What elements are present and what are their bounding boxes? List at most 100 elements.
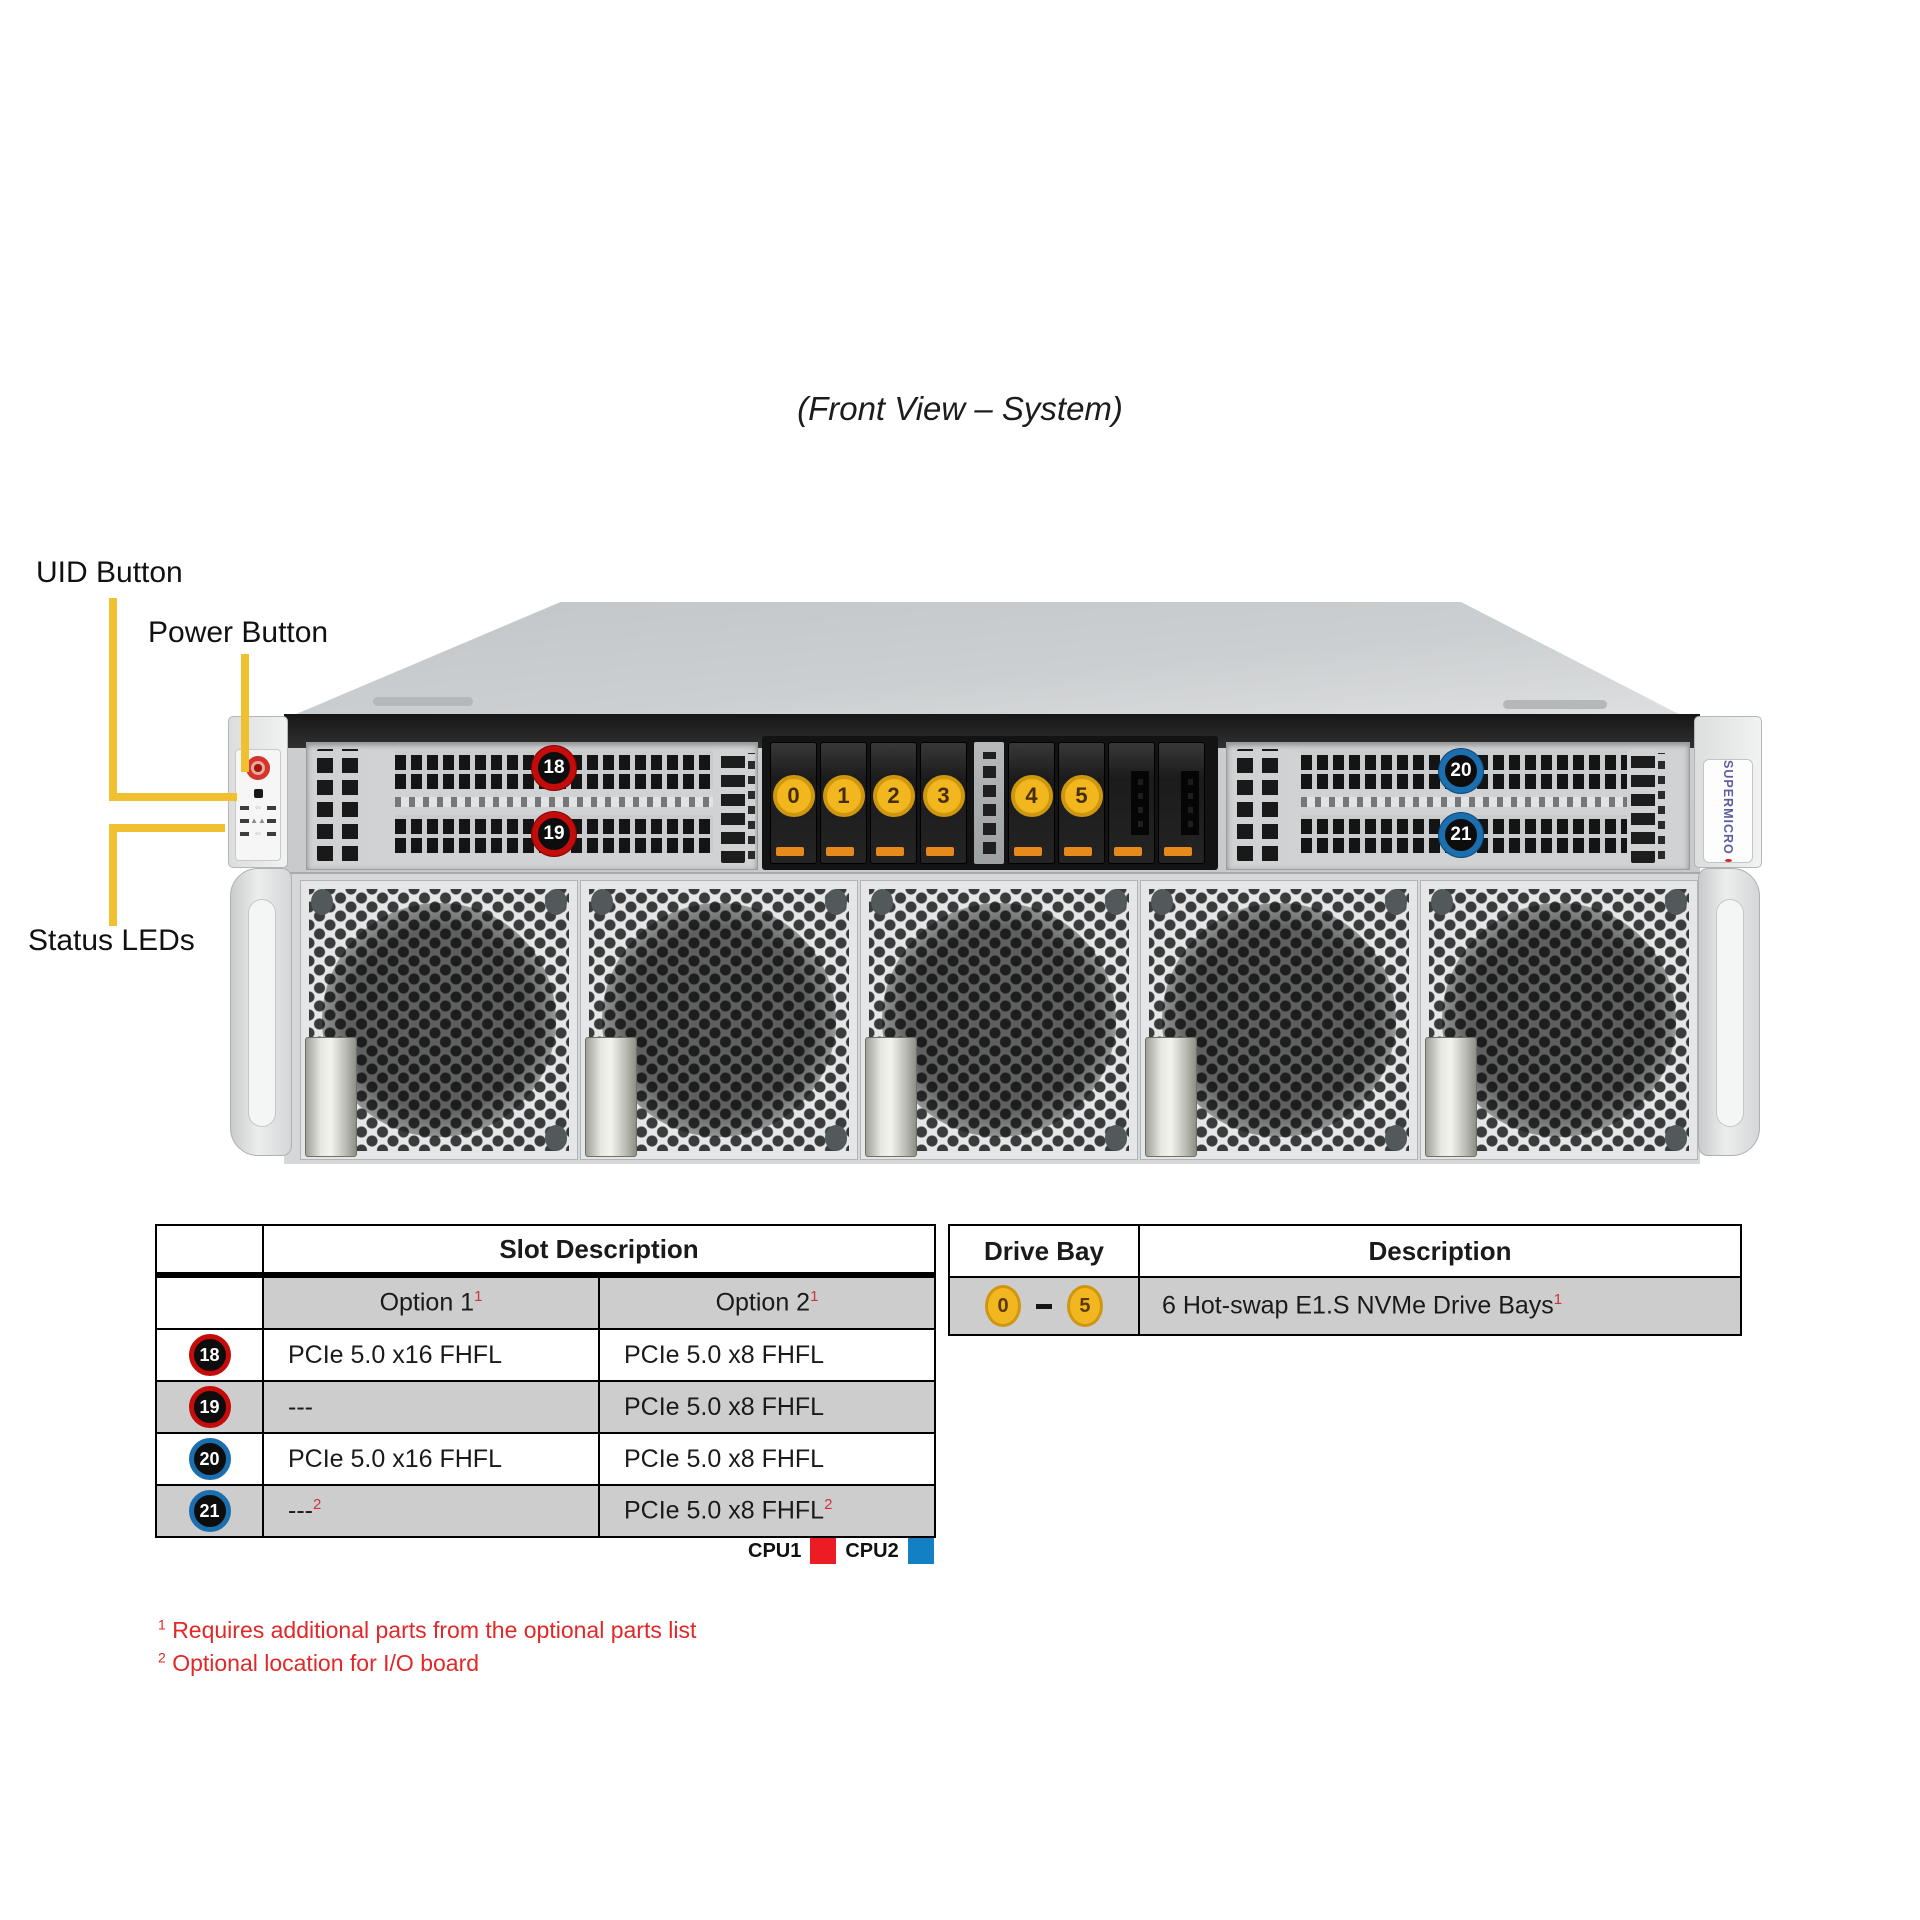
- slot-option-cell: ---: [262, 1380, 600, 1434]
- control-panel-ear: ◦◦ ▲▲ ◦◦: [228, 716, 288, 868]
- fan-module-4: [1140, 880, 1418, 1160]
- brand-ear: SUPERMICRO: [1694, 716, 1762, 868]
- power-button-label: Power Button: [148, 616, 329, 649]
- slot-divider: [395, 797, 713, 807]
- fan-module-5: [1420, 880, 1698, 1160]
- range-dash: [1036, 1303, 1052, 1309]
- drive-latch: [1164, 847, 1192, 856]
- vent-holes: [1181, 771, 1199, 835]
- footnotes: 1 Requires additional parts from the opt…: [158, 1614, 696, 1681]
- handle-slot: [248, 899, 276, 1127]
- drive-latch: [1064, 847, 1092, 856]
- status-led: [266, 831, 276, 836]
- footnote-2: 2 Optional location for I/O board: [158, 1649, 480, 1677]
- slot-18-badge: 18: [532, 746, 576, 790]
- table-row: 0 5 6 Hot-swap E1.S NVMe Drive Bays1: [948, 1276, 1742, 1336]
- badge-column-header: [155, 1224, 264, 1278]
- drive-latch: [876, 847, 904, 856]
- fan-module-handle: [865, 1037, 917, 1157]
- status-led-row: ◦◦: [240, 829, 276, 838]
- slot-badge-cell: 21: [155, 1484, 264, 1538]
- lid-emboss-mark-right: [1503, 700, 1607, 709]
- fan-module-2: [580, 880, 858, 1160]
- status-led: [267, 818, 276, 823]
- drive-bay-badge-5: 5: [1066, 1285, 1103, 1327]
- drive-bay-4: 4: [1008, 742, 1055, 864]
- table-header-row: Drive Bay Description: [948, 1224, 1742, 1278]
- table-row: 19---PCIe 5.0 x8 FHFL: [155, 1380, 937, 1434]
- slot-option-cell: PCIe 5.0 x16 FHFL: [262, 1432, 600, 1486]
- slot-bracket: [1658, 753, 1665, 859]
- chassis-handle-right: [1698, 868, 1760, 1156]
- vent-holes: [1131, 771, 1149, 835]
- drive-latch: [776, 847, 804, 856]
- status-led: [266, 805, 276, 810]
- screw: [591, 889, 613, 915]
- screw: [1105, 1125, 1127, 1151]
- drive-bay-column-header: Drive Bay: [948, 1224, 1140, 1278]
- screw: [1665, 889, 1687, 915]
- badge-column-subheader: [155, 1274, 264, 1330]
- fan-bay: [284, 872, 1700, 1164]
- table-header-row: Slot Description: [155, 1224, 937, 1278]
- drive-bay-number-badge: 0: [772, 775, 815, 817]
- drive-bay-description: 6 Hot-swap E1.S NVMe Drive Bays1: [1138, 1276, 1742, 1336]
- drive-latch: [926, 847, 954, 856]
- status-led-icons: ◦◦: [255, 829, 261, 838]
- drive-bay-number-badge: 4: [1010, 775, 1053, 817]
- uid-callout-line-horizontal: [109, 793, 237, 801]
- drive-latch: [1114, 847, 1142, 856]
- slot-option-cell: PCIe 5.0 x8 FHFL2: [597, 1484, 937, 1538]
- power-button: [246, 756, 270, 780]
- brand-label: SUPERMICRO: [1703, 759, 1753, 863]
- fan-module-handle: [585, 1037, 637, 1157]
- handle-slot: [1716, 899, 1744, 1127]
- fan-module-handle: [305, 1037, 357, 1157]
- status-led: [240, 805, 249, 810]
- screw: [825, 1125, 847, 1151]
- slot-table-title: Slot Description: [261, 1224, 937, 1278]
- screw: [871, 889, 893, 915]
- screw: [1385, 1125, 1407, 1151]
- screw: [1151, 889, 1173, 915]
- cpu2-label: CPU2: [845, 1539, 899, 1562]
- slot-20-badge: 20: [188, 1438, 231, 1480]
- drive-bay-range: 0 5: [948, 1276, 1140, 1336]
- fan-module-handle: [1425, 1037, 1477, 1157]
- status-led-row: ▲▲: [240, 817, 276, 825]
- drive-bay-number-badge: 3: [922, 775, 965, 817]
- cpu-legend: CPU1 CPU2: [748, 1538, 934, 1564]
- screw: [311, 889, 333, 915]
- screw: [1431, 889, 1453, 915]
- screw: [825, 889, 847, 915]
- uid-callout-line-vertical: [109, 598, 117, 800]
- slot-19-badge: 19: [532, 812, 576, 856]
- slot-option-cell: PCIe 5.0 x8 FHFL: [597, 1328, 937, 1382]
- lid-emboss-mark-left: [373, 697, 473, 706]
- slot-21-badge: 21: [188, 1490, 231, 1532]
- table-subheader-row: Option 11 Option 21: [155, 1274, 937, 1330]
- vent-holes: [983, 752, 996, 854]
- server-front-view: ◦◦ ▲▲ ◦◦: [228, 596, 1762, 1168]
- screw: [545, 889, 567, 915]
- drive-bay-number-badge: 2: [872, 775, 915, 817]
- slot-bracket: [1631, 749, 1655, 863]
- pcie-slot-area-right: 20 21: [1226, 742, 1690, 870]
- slot-19-badge: 19: [188, 1386, 231, 1428]
- slot-21-badge: 21: [1439, 813, 1483, 857]
- status-led: [240, 831, 249, 836]
- drive-bay-blank: [1158, 742, 1205, 864]
- status-led-icons: ◦◦: [255, 803, 261, 812]
- option2-header: Option 21: [597, 1274, 937, 1330]
- brand-text: SUPERMICRO: [1721, 760, 1735, 855]
- slot-option-cell: ---2: [262, 1484, 600, 1538]
- page-title: (Front View – System): [797, 390, 1123, 427]
- slot-option-cell: PCIe 5.0 x8 FHFL: [597, 1432, 937, 1486]
- slot-20-badge: 20: [1439, 749, 1483, 793]
- slot-badge-cell: 18: [155, 1328, 264, 1382]
